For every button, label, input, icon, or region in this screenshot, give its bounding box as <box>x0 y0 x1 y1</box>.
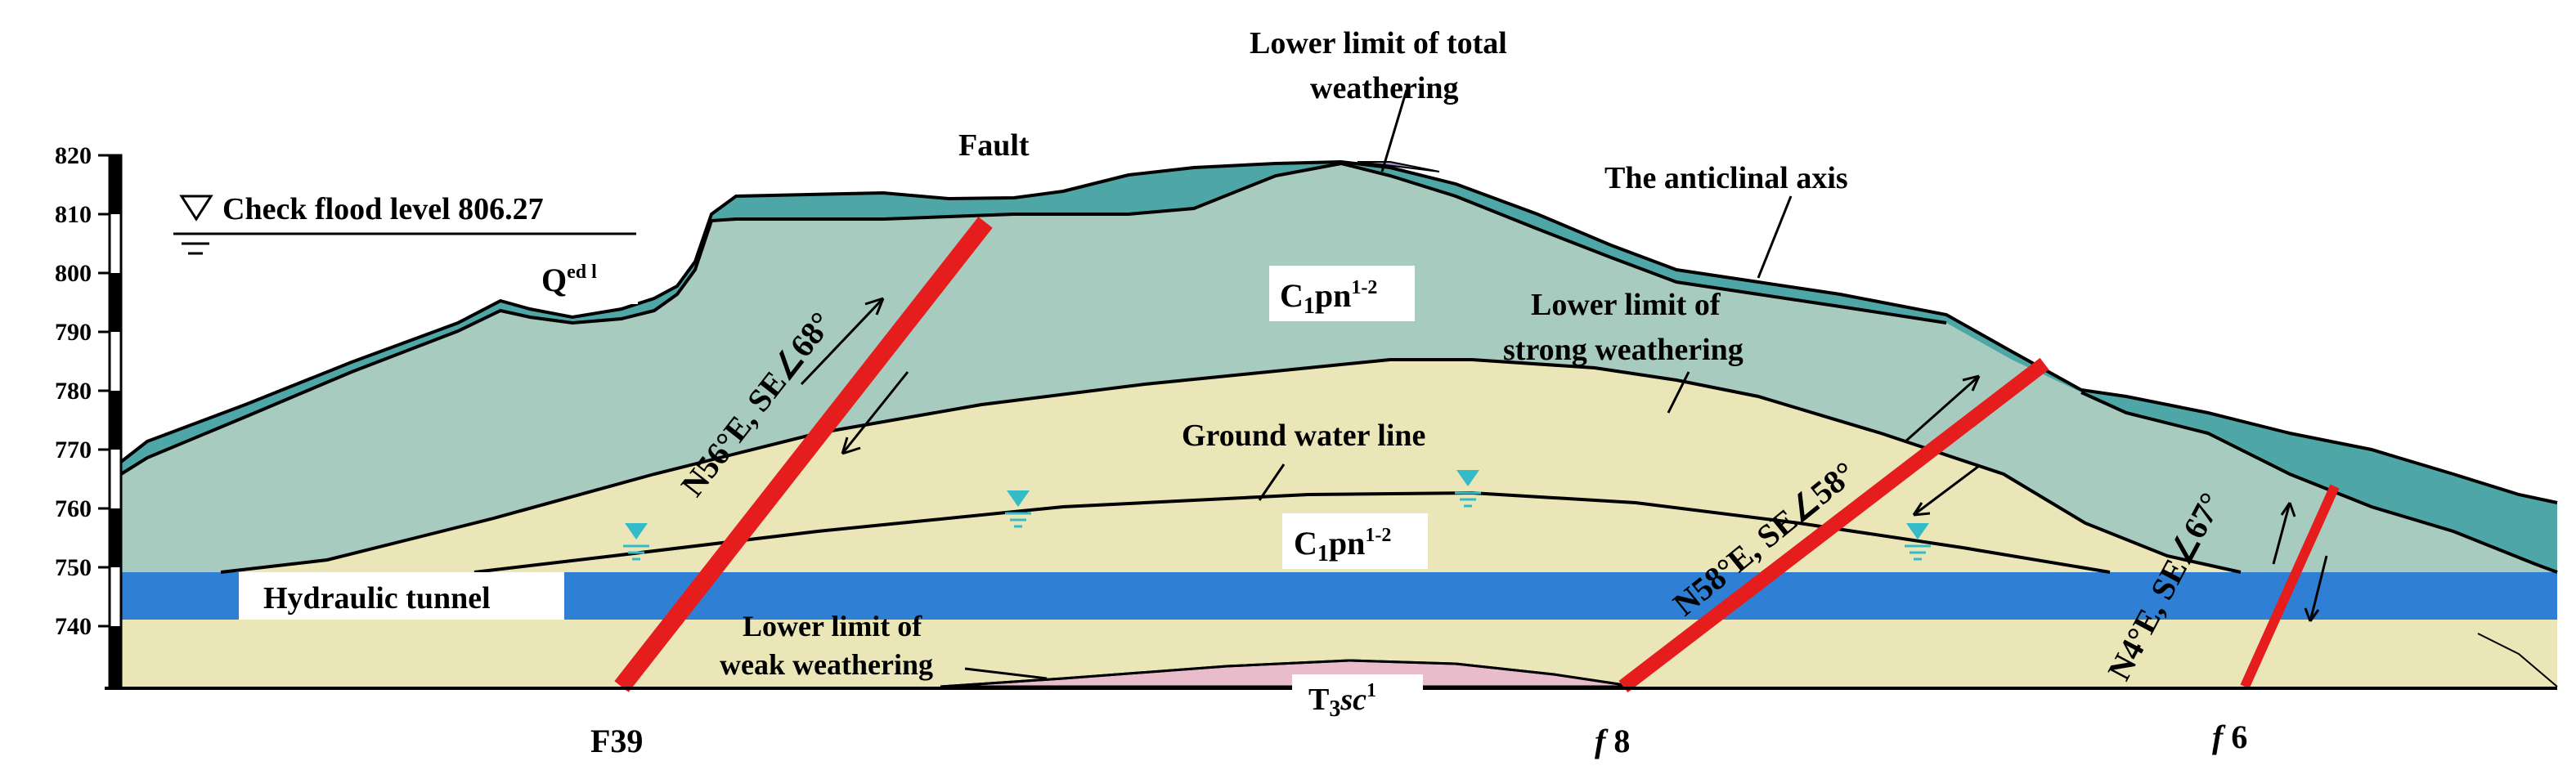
faults <box>614 217 2340 693</box>
elevation-scale <box>98 154 123 690</box>
elevation-scale-segment <box>110 391 121 450</box>
water-level-marker <box>1005 490 1031 528</box>
anticlinal-axis-label: The anticlinal axis <box>1604 161 1848 195</box>
fault-label: Fault <box>958 128 1030 163</box>
elevation-scale-segment <box>110 508 121 567</box>
leader-total-weathering <box>1380 89 1408 172</box>
fault-f39-id: F39 <box>590 723 643 759</box>
elevation-scale-segment <box>110 626 121 688</box>
arrow-f6-up <box>2272 502 2296 565</box>
fault-f8-id: f 8 <box>1595 723 1630 759</box>
arrow-f8-up <box>1905 374 1981 443</box>
water-level-marker <box>1905 523 1931 561</box>
water-level-marker <box>1455 470 1481 508</box>
fault-f8 <box>1618 357 2049 693</box>
cover-base-line <box>119 162 1947 476</box>
arrow-f39-down <box>841 371 909 455</box>
leader-strong-weathering <box>1667 371 1690 414</box>
hydraulic-tunnel-label: Hydraulic tunnel <box>263 581 491 616</box>
flood-triangle-icon <box>179 195 213 222</box>
leader-anticlinal-axis <box>1757 195 1793 279</box>
weak-weathering-line <box>940 659 1636 688</box>
elevation-tick-label: 750 <box>55 554 92 581</box>
flood-level-label: Check flood level 806.27 <box>222 192 544 226</box>
elevation-tick-label: 780 <box>55 378 92 405</box>
strong-weathering-label-line2: strong weathering <box>1503 333 1744 367</box>
water-markers <box>623 470 1931 561</box>
arrow-f39-up <box>800 297 885 386</box>
strong-weathering-line <box>220 358 2242 574</box>
c1pn-upper-label: C1pn1-2 <box>1280 277 1377 319</box>
c1pn-lower-label: C1pn1-2 <box>1294 525 1391 566</box>
quaternary-label: Qed l <box>541 262 597 298</box>
weak-weathering-label-line1: Lower limit of <box>743 610 922 642</box>
arrow-f8-down <box>1912 464 1980 517</box>
weak-weathering-label-line2: weak weathering <box>720 648 933 681</box>
water-level-marker <box>623 523 649 561</box>
total-weathering-purple-zone <box>1357 161 1440 172</box>
elevation-tick-label: 760 <box>55 495 92 522</box>
t3sc-label: T3sc1 <box>1308 680 1376 722</box>
leader-ground-water <box>1258 463 1286 501</box>
elevation-tick-label: 740 <box>55 613 92 640</box>
strong-weathering-label-line1: Lower limit of <box>1531 288 1721 322</box>
elevation-tick-label: 820 <box>55 142 92 169</box>
east-outcrop-line <box>2477 633 2558 687</box>
fault-f39 <box>614 217 993 692</box>
elevation-tick-label: 790 <box>55 319 92 346</box>
elevation-tick-label: 770 <box>55 437 92 463</box>
total-weathering-label-line2: weathering <box>1310 71 1459 105</box>
flood-level-marker: Check flood level 806.27 <box>173 192 636 255</box>
elevation-scale-segment <box>110 273 121 332</box>
arrow-f6-down <box>2304 555 2328 622</box>
total-weathered-zone <box>121 163 2557 572</box>
total-weathering-label-line1: Lower limit of total <box>1250 26 1507 60</box>
leader-weak-weathering <box>964 667 1048 680</box>
fault-f6-id: f 6 <box>2212 719 2247 755</box>
ground-water-label: Ground water line <box>1182 419 1425 453</box>
elevation-tick-label: 810 <box>55 201 92 228</box>
elevation-scale-segment <box>110 155 121 214</box>
ground-surface-line <box>119 159 2558 504</box>
elevation-tick-label: 800 <box>55 260 92 287</box>
ground-water-line <box>473 490 2111 574</box>
fault-f6 <box>2240 484 2340 689</box>
